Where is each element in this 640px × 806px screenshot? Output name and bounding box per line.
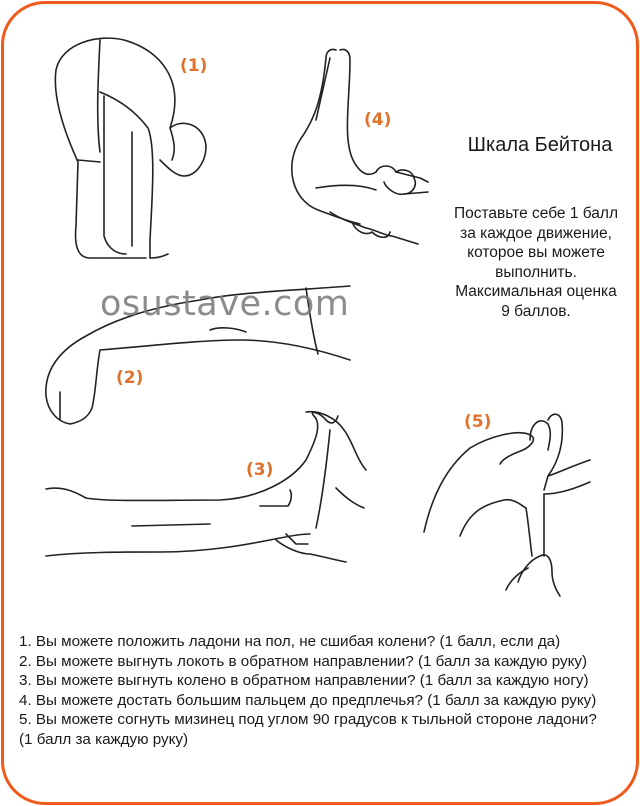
watermark: osustave.com [100,284,350,324]
question-item: 1. Вы можете положить ладони на пол, не … [19,633,561,650]
question-item: (1 балл за каждую руку) [19,730,189,748]
instructions-line: выполнить. [495,263,577,281]
forward-bend-figure-icon [54,37,207,259]
questions-list: 1. Вы можете положить ладони на пол, не … [19,632,634,750]
figure-label-4: (4) [364,110,392,130]
figure-label-3: (3) [246,460,274,480]
page-title: Шкала Бейтона [467,134,613,156]
instructions-line: которое вы можете [467,244,605,261]
pinky-bend-figure-icon [423,413,591,597]
instructions-text: Поставьте себе 1 балл за каждое движение… [436,204,636,321]
thumb-to-forearm-figure-icon [291,48,429,245]
figure-label-5: (5) [464,412,492,432]
figure-label-1: (1) [180,56,208,76]
instructions-line: Поставьте себе 1 балл [454,205,618,222]
instructions-line: за каждое движение, [460,224,612,242]
figure-label-2: (2) [116,368,144,388]
question-item: 3. Вы можете выгнуть колено в обратном н… [19,672,589,690]
instructions-line: 9 баллов. [501,302,571,320]
question-item: 5. Вы можете согнуть мизинец под углом 9… [19,711,597,729]
instructions-line: Максимальная оценка [455,283,617,300]
knee-hyperextension-figure-icon [45,410,367,563]
question-item: 4. Вы можете достать большим пальцем до … [19,691,597,709]
question-item: 2. Вы можете выгнуть локоть в обратном н… [19,652,588,670]
illustrations [45,37,591,597]
elbow-hyperextension-figure-icon [45,285,351,425]
